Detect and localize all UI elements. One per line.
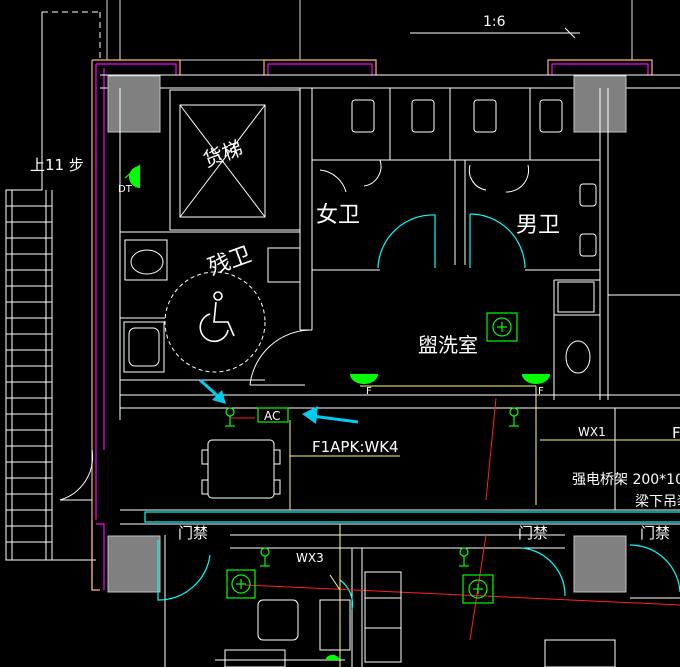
accessible-wc-label: 残卫 (205, 242, 255, 281)
mens-wc-label: 男卫 (516, 213, 560, 238)
access-control-label-2: 门禁 (518, 524, 548, 542)
door-swings (157, 213, 680, 611)
dimension-label: 1:6 (483, 14, 506, 30)
washroom-label: 盥洗室 (418, 333, 478, 357)
freight-elevator-label: 货梯 (200, 136, 246, 172)
panel-circuit-label: F1APK:WK4 (312, 438, 399, 456)
stair-label: 上11 步 (30, 156, 84, 174)
wx3-label: WX3 (296, 551, 324, 565)
womens-wc-label: 女卫 (316, 203, 360, 228)
interior-walls (119, 88, 680, 667)
ceiling-lamps (129, 166, 550, 660)
cable-tray (144, 511, 680, 523)
electrical-symbols (124, 164, 519, 604)
access-control-label-3: 门禁 (640, 524, 670, 542)
lamp-f-left: F (366, 386, 372, 397)
columns (107, 75, 627, 593)
sanitary-fixtures (128, 99, 597, 374)
lamp-f-right: F (538, 386, 544, 397)
wheelchair-icon (199, 291, 235, 343)
stair (5, 11, 101, 561)
annotation-arrows (198, 378, 359, 424)
grid-lines (106, 0, 633, 61)
ac-label: AC (264, 409, 280, 423)
hang-below-beam-label: 梁下吊装 (635, 494, 680, 510)
exterior-walls (91, 59, 680, 591)
wx1-label: WX1 (578, 425, 606, 439)
white-door-swings (59, 159, 530, 501)
edge-f-label: F (672, 424, 680, 442)
access-control-label-1: 门禁 (178, 524, 208, 542)
cable-tray-label: 强电桥架 200*100 (572, 472, 680, 488)
furniture (201, 439, 616, 667)
dimension-line (410, 27, 580, 39)
dt-label: DT (118, 184, 133, 195)
